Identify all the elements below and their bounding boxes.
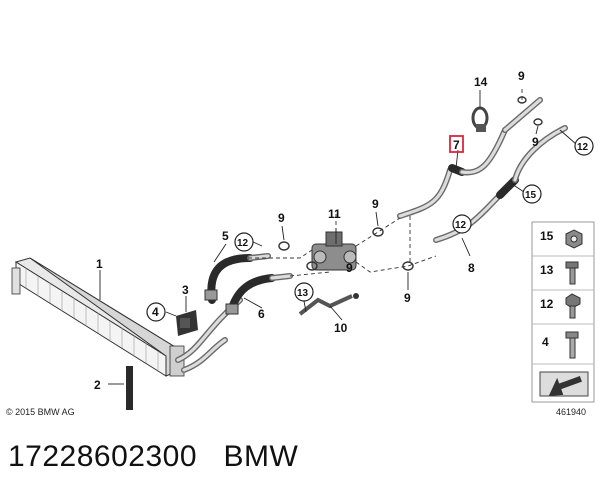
- screw-icon: [565, 331, 579, 359]
- label-9-e[interactable]: 9: [518, 69, 525, 83]
- part-number-line: 17228602300 BMW: [8, 440, 298, 474]
- legend-label-12[interactable]: 12: [540, 297, 554, 311]
- image-number: 461940: [556, 407, 586, 417]
- hardware-legend: 15 13 12 4: [531, 221, 595, 403]
- label-15[interactable]: 15: [525, 190, 537, 201]
- label-1[interactable]: 1: [96, 257, 103, 271]
- label-7[interactable]: 7: [453, 138, 460, 152]
- clamp-14: [471, 106, 489, 132]
- label-9-d[interactable]: 9: [404, 291, 411, 305]
- hose-6: [225, 273, 293, 315]
- label-4[interactable]: 4: [152, 305, 159, 319]
- label-9-a[interactable]: 9: [278, 211, 285, 225]
- part-2-stud: [126, 366, 133, 410]
- label-9-c[interactable]: 9: [372, 197, 379, 211]
- legend-label-13[interactable]: 13: [540, 263, 554, 277]
- part-3-bracket: [176, 310, 198, 336]
- label-12-c[interactable]: 12: [577, 142, 589, 153]
- copyright-text: © 2015 BMW AG: [6, 407, 75, 417]
- label-3[interactable]: 3: [182, 283, 189, 297]
- legend-label-15[interactable]: 15: [540, 229, 554, 243]
- label-12-b[interactable]: 12: [455, 220, 467, 231]
- label-8[interactable]: 8: [468, 261, 475, 275]
- label-10[interactable]: 10: [334, 321, 348, 335]
- legend-label-4[interactable]: 4: [542, 335, 549, 349]
- part-number: 17228602300: [8, 440, 198, 473]
- label-9-b[interactable]: 9: [346, 261, 353, 275]
- label-6[interactable]: 6: [258, 307, 265, 321]
- transmission-oil-cooler: [11, 257, 185, 377]
- thermostat-valve-11: [311, 231, 357, 271]
- parts-diagram: 1 2 3 4 5 6 7 8 9 9 9 9 9 9 10 11 12 12 …: [6, 69, 595, 417]
- hex-bolt-icon: [565, 293, 581, 319]
- pipe-8: [433, 125, 568, 243]
- direction-arrow-icon: [539, 371, 589, 397]
- hose-5: [204, 253, 271, 304]
- pipe-7: [397, 97, 543, 219]
- label-12-a[interactable]: 12: [237, 238, 249, 249]
- label-2[interactable]: 2: [94, 378, 101, 392]
- label-9-f[interactable]: 9: [532, 135, 539, 149]
- label-14[interactable]: 14: [474, 75, 488, 89]
- highlight-box-7: [449, 135, 464, 153]
- brand-name: BMW: [223, 440, 299, 473]
- bracket-10: [298, 293, 359, 316]
- flange-bolt-icon: [565, 261, 579, 285]
- label-5[interactable]: 5: [222, 229, 229, 243]
- label-13[interactable]: 13: [297, 288, 309, 299]
- label-11[interactable]: 11: [328, 207, 341, 221]
